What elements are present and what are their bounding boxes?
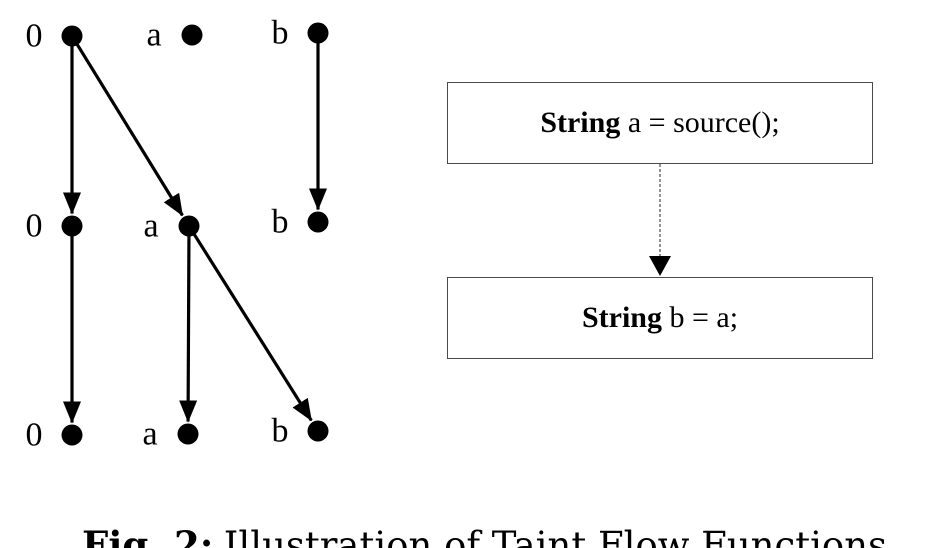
code-text-source: a = source(); [620, 106, 780, 139]
code-text-assign: b = a; [661, 301, 739, 334]
graph-edge-a-2-to-a-3 [179, 235, 198, 423]
keyword-string: String [581, 301, 662, 334]
caption-text: Illustration of Taint Flow Functions [223, 524, 888, 548]
graph-node-a-2 [178, 215, 200, 237]
statement-flowchart: String a = source(); String b = a; [447, 82, 873, 359]
graph-node-label-b-3: b [272, 413, 289, 450]
graph-node-label-a-1: a [146, 17, 161, 54]
caption-label: Fig. 2: [82, 523, 214, 548]
graph-edge-a-2-to-b-3 [192, 233, 313, 422]
graph-node-label-zero-2: 0 [26, 208, 43, 245]
graph-node-a-1 [181, 24, 203, 46]
graph-node-label-b-1: b [272, 15, 289, 52]
graph-node-label-b-2: b [272, 204, 289, 241]
graph-node-label-zero-1: 0 [26, 18, 43, 55]
graph-node-label-a-3: a [142, 416, 157, 453]
keyword-string: String [540, 106, 621, 139]
graph-node-zero-2 [61, 215, 83, 237]
statement-box-source: String a = source(); [447, 82, 873, 164]
statement-box-assign: String b = a; [447, 277, 873, 359]
graph-node-zero-3 [61, 424, 83, 446]
graph-node-b-1 [307, 22, 329, 44]
graph-node-label-zero-3: 0 [26, 417, 43, 454]
graph-node-b-3 [307, 420, 329, 442]
dashed-connector-line [659, 164, 661, 257]
graph-node-a-3 [177, 423, 199, 445]
flow-connector [447, 164, 873, 277]
figure-caption: Fig. 2: Illustration of Taint Flow Functi… [35, 480, 887, 548]
graph-node-zero-1 [61, 25, 83, 47]
graph-edge-zero-1-to-a-2 [75, 43, 184, 217]
graph-node-b-2 [307, 211, 329, 233]
taint-flow-graph: 0 a b 0 a b 0 a b [26, 15, 329, 454]
connector-arrowhead-icon [649, 256, 671, 276]
graph-node-label-a-2: a [143, 208, 158, 245]
